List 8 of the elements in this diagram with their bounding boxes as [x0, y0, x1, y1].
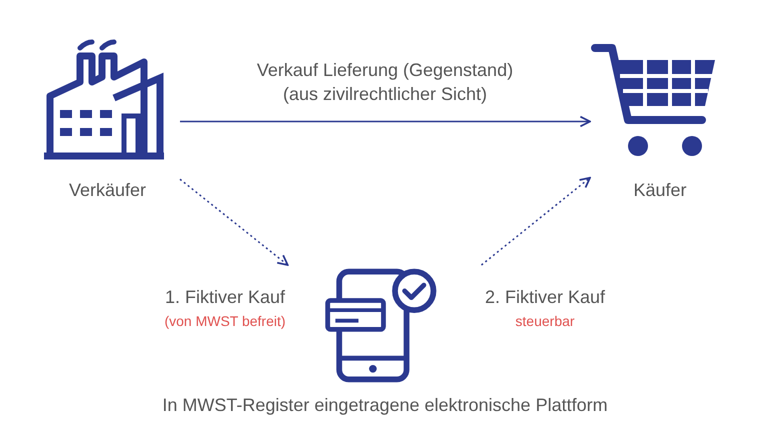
arrow [480, 176, 591, 266]
annotation-text: 1. Fiktiver Kauf [164, 287, 286, 308]
annotation-text: 2. Fiktiver Kauf [484, 287, 606, 308]
annotation-text: (von MWST befreit) [164, 313, 286, 329]
arrow [180, 178, 289, 266]
arrow [180, 116, 591, 128]
annotation-text: steuerbar [515, 313, 575, 329]
node-label: In MWST-Register eingetragene elektronische Plattform [162, 395, 608, 415]
